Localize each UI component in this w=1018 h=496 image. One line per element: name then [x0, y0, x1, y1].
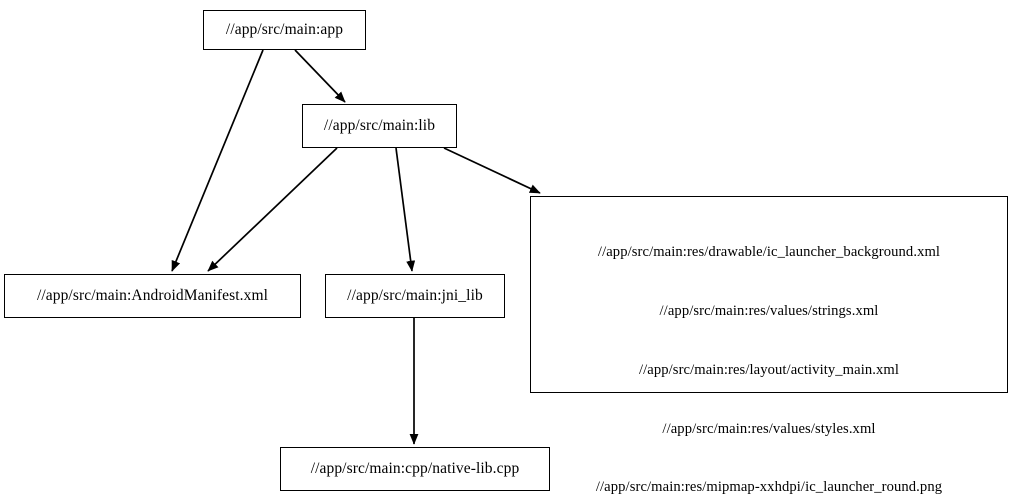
node-res-group-line: //app/src/main:res/drawable/ic_launcher_…: [597, 244, 941, 261]
node-res-group-line: //app/src/main:res/values/strings.xml: [659, 302, 879, 319]
node-app-label: //app/src/main:app: [225, 21, 344, 39]
edge-lib-to-res-group: [443, 147, 541, 194]
node-res-group-line: //app/src/main:res/layout/activity_main.…: [638, 361, 900, 378]
edge-app-to-manifest: [171, 49, 264, 272]
node-android-manifest[interactable]: //app/src/main:AndroidManifest.xml: [4, 274, 301, 318]
node-app[interactable]: //app/src/main:app: [203, 10, 366, 50]
node-res-group-line: //app/src/main:res/mipmap-xxhdpi/ic_laun…: [595, 479, 943, 496]
edge-lib-to-manifest: [207, 147, 338, 272]
edge-lib-to-jni-lib: [395, 147, 416, 272]
node-lib[interactable]: //app/src/main:lib: [302, 104, 457, 148]
node-android-manifest-label: //app/src/main:AndroidManifest.xml: [36, 287, 269, 305]
node-res-group[interactable]: //app/src/main:res/drawable/ic_launcher_…: [530, 196, 1008, 495]
node-jni-lib-label: //app/src/main:jni_lib: [347, 287, 483, 305]
edge-app-to-lib: [294, 49, 346, 103]
node-native-lib-cpp[interactable]: //app/src/main:cpp/native-lib.cpp: [280, 447, 550, 491]
node-jni-lib[interactable]: //app/src/main:jni_lib: [325, 274, 505, 318]
node-res-group-line: //app/src/main:res/values/styles.xml: [662, 420, 876, 437]
node-lib-label: //app/src/main:lib: [323, 117, 436, 135]
node-native-lib-cpp-label: //app/src/main:cpp/native-lib.cpp: [310, 460, 520, 478]
